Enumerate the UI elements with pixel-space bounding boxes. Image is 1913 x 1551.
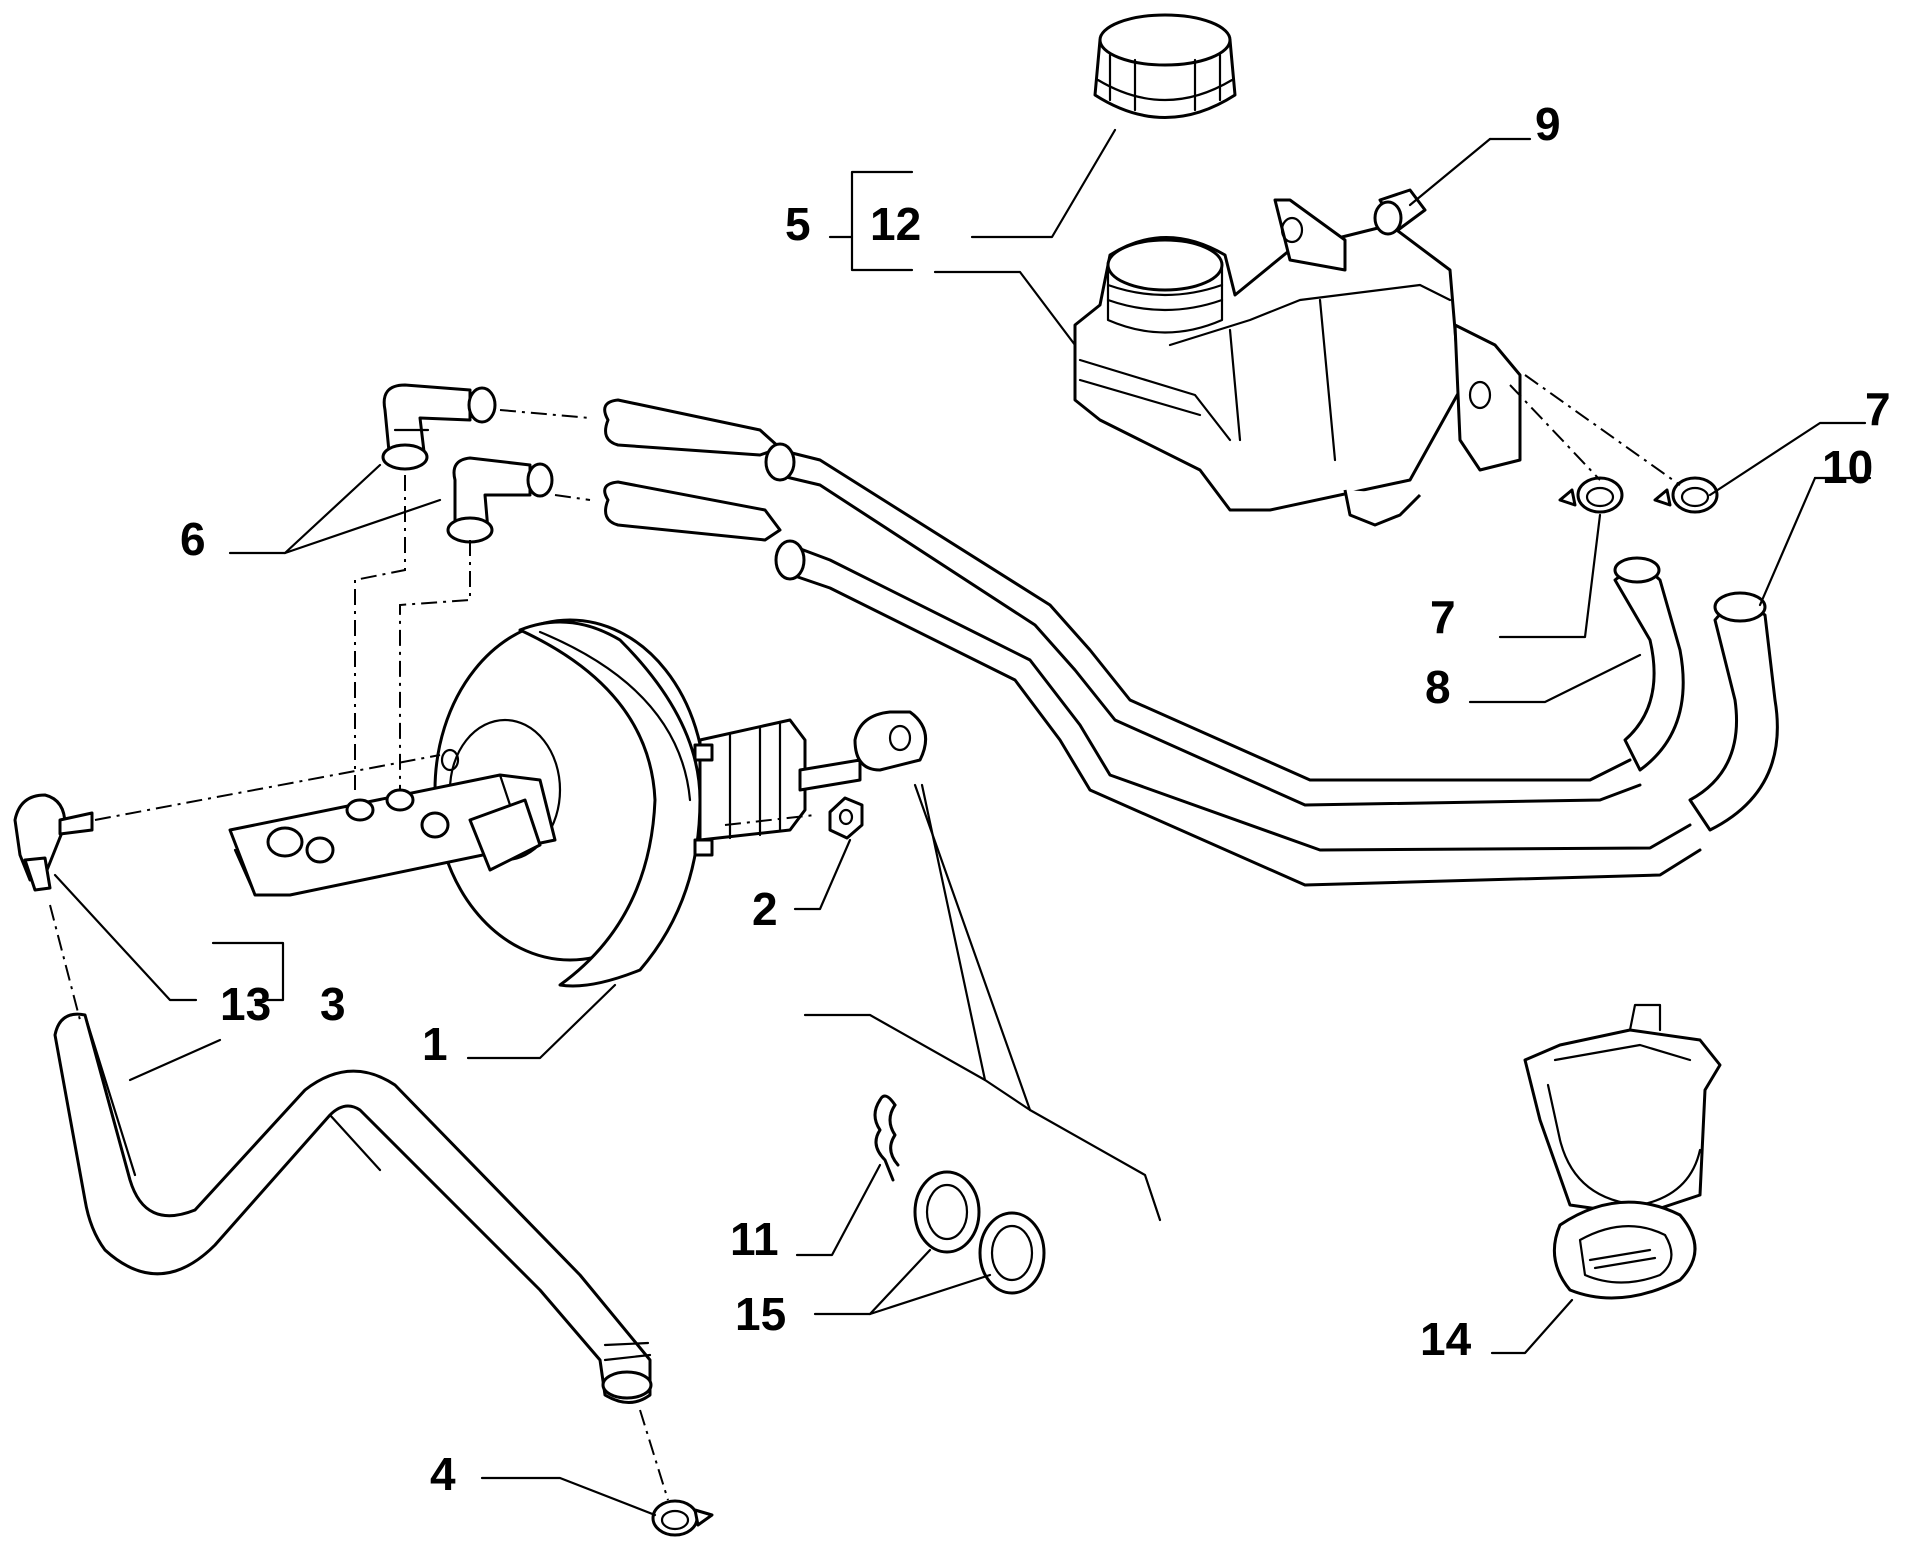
seal-washers	[913, 1170, 1046, 1295]
mounting-nut	[828, 796, 864, 840]
callout-11: 11	[730, 1213, 779, 1265]
callout-13: 13	[220, 978, 271, 1030]
callout-8: 8	[1425, 661, 1451, 713]
master-cylinder	[228, 748, 557, 897]
hose-connector-lower	[446, 456, 554, 544]
callout-9: 9	[1535, 98, 1561, 150]
hose-clamp-4	[651, 1499, 714, 1537]
callout-7-lower: 7	[1430, 591, 1456, 643]
brake-servo-booster	[433, 618, 928, 988]
callout-6: 6	[180, 513, 206, 565]
vacuum-valve-connector	[13, 793, 94, 892]
callout-3: 3	[320, 978, 346, 1030]
hose-retaining-clip	[1523, 1003, 1722, 1300]
callout-1: 1	[422, 1018, 448, 1070]
callout-14: 14	[1420, 1313, 1472, 1365]
leader-lines	[53, 128, 1872, 1517]
hose-connector-upper	[381, 383, 497, 471]
alignment-lines	[49, 374, 1681, 1501]
vacuum-hose	[53, 1012, 653, 1404]
split-pin	[873, 1094, 900, 1182]
callout-15: 15	[735, 1288, 786, 1340]
brake-fluid-reservoir	[1073, 198, 1522, 527]
callout-5: 5	[785, 198, 811, 250]
callout-10: 10	[1822, 441, 1873, 493]
callout-2: 2	[752, 883, 778, 935]
hose-clamp-right	[1653, 476, 1719, 514]
callout-labels: 5 12 9 6 7 10 7 8 2 13 3 1 11 15 14 4	[180, 98, 1891, 1500]
callout-12: 12	[870, 198, 921, 250]
callout-7-upper: 7	[1865, 383, 1891, 435]
callout-4: 4	[430, 1448, 456, 1500]
reservoir-feed-hoses	[603, 398, 1779, 887]
hose-clamp-left	[1558, 476, 1624, 514]
reservoir-cap	[1093, 13, 1237, 119]
sealing-plug	[1373, 188, 1427, 236]
